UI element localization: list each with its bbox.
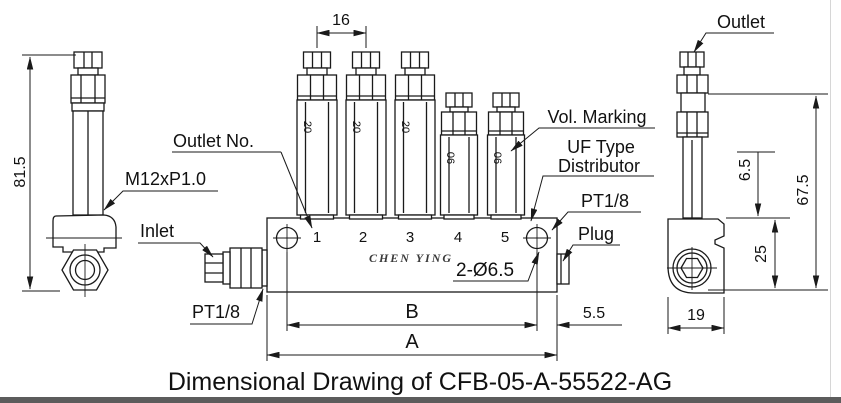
- metering-unit-3: 20: [394, 51, 436, 220]
- dim-16: 16: [332, 12, 350, 29]
- dim-fitting-height: 81.5: [12, 54, 76, 292]
- left-view-outlet-fitting: [46, 51, 122, 297]
- dim-outlet-spacing: 16: [316, 12, 367, 48]
- callout-outlet-port: PT1/8: [551, 191, 641, 231]
- vol-marking-label: Vol. Marking: [547, 107, 646, 127]
- dim-5-5: 5.5: [583, 305, 605, 322]
- dim-port-offset: 6.5: [737, 151, 775, 217]
- inlet-fitting: [204, 247, 268, 289]
- vol-marking-2: 20: [350, 121, 362, 133]
- inlet-port-label: PT1/8: [192, 302, 240, 322]
- elbow-body: [52, 214, 117, 253]
- callout-vol-marking: Vol. Marking: [510, 107, 655, 152]
- label-thread: M12xP1.0: [103, 169, 218, 211]
- uf-type-label-line2: Distributor: [558, 156, 640, 176]
- dim-67-5: 67.5: [795, 174, 812, 205]
- outlet-number-1: 1: [313, 229, 321, 246]
- callout-inlet: Inlet: [138, 221, 214, 258]
- dim-19: 19: [687, 307, 705, 324]
- dim-25: 25: [753, 245, 770, 263]
- outlet-number-2: 2: [359, 229, 367, 246]
- metering-unit-1: 20: [296, 51, 338, 220]
- end-plug: [556, 253, 570, 285]
- vol-marking-5: 06: [491, 152, 503, 164]
- thread-label: M12xP1.0: [125, 169, 206, 189]
- manifold-body: [266, 217, 558, 293]
- dim-6-5: 6.5: [737, 159, 754, 181]
- outlet-number-4: 4: [454, 229, 462, 246]
- dim-total-height: 67.5: [708, 93, 828, 291]
- bottom-edge-strip: [0, 397, 841, 403]
- center-view-distributor: 20 20 20: [204, 51, 570, 293]
- metering-unit-4: 06: [439, 92, 479, 220]
- metering-unit-5: 06: [486, 92, 526, 220]
- callout-outlet-no: Outlet No.: [172, 131, 313, 229]
- callout-outlet: Outlet: [693, 12, 774, 53]
- mounting-hole-left: [273, 224, 301, 252]
- dim-B: B: [405, 301, 418, 323]
- vol-marking-3: 20: [399, 121, 411, 133]
- dim-body-width: 19: [667, 297, 725, 334]
- outlet-no-label: Outlet No.: [173, 131, 254, 151]
- dim-body-length: A: [266, 295, 558, 361]
- outlet-number-5: 5: [501, 229, 509, 246]
- brand-logo: CHEN YING: [369, 251, 453, 265]
- callout-inlet-port: PT1/8: [190, 288, 264, 325]
- dim-end-offset: 5.5: [556, 295, 622, 361]
- mounting-holes-label: 2-Ø6.5: [456, 260, 514, 281]
- inlet-label: Inlet: [140, 221, 174, 241]
- dim-81-5: 81.5: [12, 156, 29, 187]
- dim-body-height: 25: [726, 217, 790, 289]
- callout-plug: Plug: [562, 224, 620, 262]
- plug-label: Plug: [578, 224, 614, 244]
- metering-unit-2: 20: [345, 51, 387, 220]
- dim-A: A: [405, 331, 419, 353]
- callout-mounting-holes: 2-Ø6.5: [453, 251, 540, 282]
- outlet-port-label: PT1/8: [581, 191, 629, 211]
- vol-marking-4: 06: [444, 152, 456, 164]
- right-edge-line: [830, 0, 831, 397]
- uf-type-label-line1: UF Type: [567, 137, 635, 157]
- dim-hole-span: B: [286, 252, 538, 331]
- drawing-title: Dimensional Drawing of CFB-05-A-55522-AG: [168, 368, 672, 396]
- vol-marking-1: 20: [301, 121, 313, 133]
- callout-uf-type: UF Type Distributor: [530, 137, 654, 222]
- right-view-side: [667, 51, 725, 294]
- outlet-number-3: 3: [406, 229, 414, 246]
- mounting-hole-right: [523, 224, 551, 252]
- outlet-label: Outlet: [717, 12, 765, 32]
